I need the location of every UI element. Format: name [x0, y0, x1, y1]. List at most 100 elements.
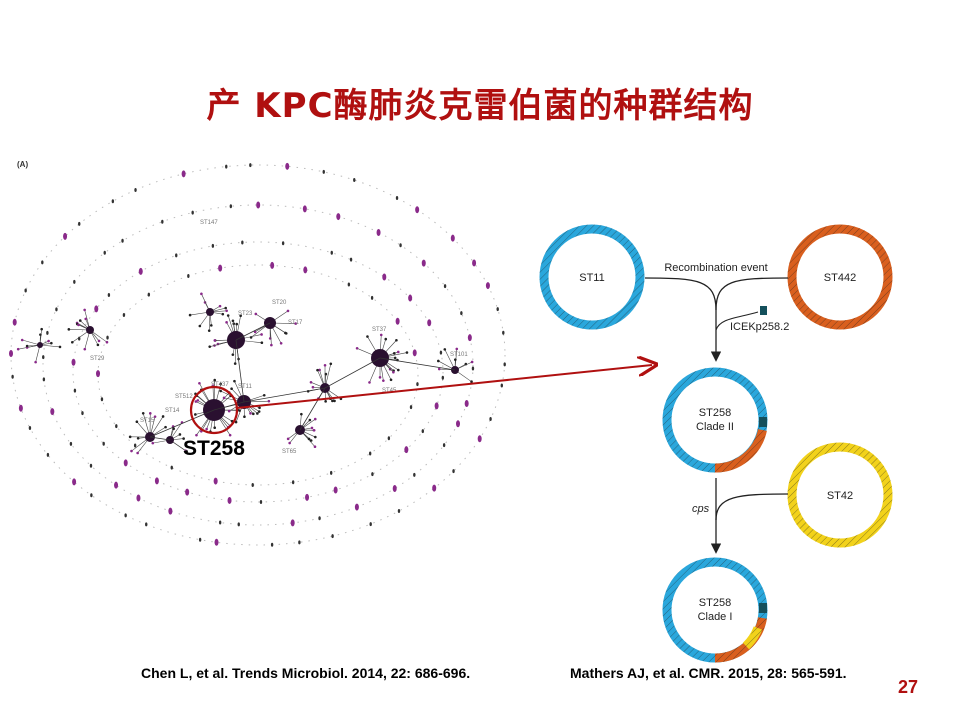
network-node [218, 520, 222, 525]
network-node [224, 306, 227, 310]
network-node [168, 507, 173, 515]
network-node [442, 443, 446, 448]
network-node [243, 415, 246, 419]
network-node [408, 294, 413, 302]
network-node [213, 477, 218, 485]
network-node [460, 311, 463, 316]
network-node [78, 319, 82, 322]
network-node [353, 178, 356, 183]
network-node [395, 317, 400, 325]
network-hub [86, 326, 94, 334]
network-node [208, 345, 212, 348]
network-node [46, 330, 49, 335]
network-node [209, 324, 213, 327]
network-node [89, 463, 93, 468]
network-node [191, 210, 194, 215]
network-node [230, 387, 233, 391]
network-node [262, 393, 266, 397]
network-node [249, 163, 252, 168]
network-node [227, 496, 232, 504]
network-node [103, 250, 106, 255]
network-node [323, 364, 327, 367]
page-number: 27 [898, 677, 919, 697]
network-node [196, 399, 200, 402]
network-node [58, 345, 62, 349]
network-edge [39, 344, 61, 348]
st258-label: ST258 [183, 437, 245, 460]
plasmid-st258-clade-i: ST258 Clade I [662, 557, 768, 663]
network-node [437, 359, 440, 363]
network-node [151, 441, 155, 445]
network-node [123, 459, 128, 467]
network-node [219, 389, 222, 393]
network-node [267, 399, 271, 403]
st-label: ST11 [238, 384, 253, 390]
network-node [148, 412, 152, 415]
plasmid-st442: ST442 [787, 224, 893, 330]
network-node [333, 486, 338, 494]
network-node [500, 383, 503, 388]
st-label: ST20 [272, 300, 287, 306]
network-node [195, 433, 198, 437]
network-node [396, 350, 400, 354]
network-node [141, 411, 145, 415]
network-node [69, 441, 73, 446]
network-node [47, 339, 50, 343]
network-node [307, 437, 311, 441]
network-node [270, 343, 273, 347]
network-node [133, 443, 137, 448]
network-node [450, 234, 455, 242]
network-node [229, 204, 233, 209]
network-node [234, 420, 238, 424]
network-node [34, 360, 37, 364]
network-node [470, 360, 474, 364]
network-node [281, 241, 285, 246]
network-hub [37, 342, 43, 348]
network-node [46, 452, 50, 457]
network-node [83, 347, 87, 351]
network-node [135, 420, 139, 424]
network-node [393, 356, 397, 360]
network-node [339, 397, 343, 401]
network-node [115, 424, 118, 429]
network-node [227, 409, 231, 413]
network-edge [243, 387, 326, 403]
network-node [128, 435, 132, 439]
network-node [477, 435, 482, 443]
recombination-diagram: ST11 ST442 Recombination event ICEKp258.… [539, 224, 893, 663]
network-node [502, 330, 505, 335]
network-node [331, 534, 334, 539]
population-structure-network: ST147 ST20 ST23 ST17 ST29 ST37 ST101 ST4… [9, 162, 506, 547]
st-label: ST147 [200, 220, 218, 226]
network-node [290, 519, 295, 527]
network-node [71, 340, 74, 344]
network-ring [10, 164, 506, 546]
st-label: ST37 [372, 327, 387, 333]
network-node [181, 170, 186, 178]
network-node [198, 324, 202, 328]
network-node [392, 484, 397, 492]
network-node [16, 347, 20, 351]
recombination-connector: Recombination event [644, 262, 789, 362]
figure-a-panel-tag: (A) [17, 160, 29, 169]
reference-right: Mathers AJ, et al. CMR. 2015, 28: 565-59… [570, 665, 847, 681]
network-node [42, 377, 46, 382]
network-node [63, 232, 68, 240]
network-ring [72, 241, 444, 503]
network-node [298, 540, 301, 545]
network-edge [22, 339, 41, 346]
network-node [379, 333, 383, 337]
plasmid-st258-clade-ii: ST258 Clade II [662, 367, 768, 473]
network-node [185, 450, 189, 453]
network-node [55, 307, 58, 312]
network-node [136, 451, 139, 455]
network-node [84, 317, 88, 321]
plasmid-label-st442: ST442 [824, 272, 856, 284]
network-node [252, 412, 255, 416]
network-node [251, 482, 254, 487]
network-node [222, 396, 226, 400]
network-node [286, 437, 290, 441]
st-label: ST45 [382, 388, 397, 394]
network-node [187, 273, 190, 278]
network-node [198, 381, 201, 385]
